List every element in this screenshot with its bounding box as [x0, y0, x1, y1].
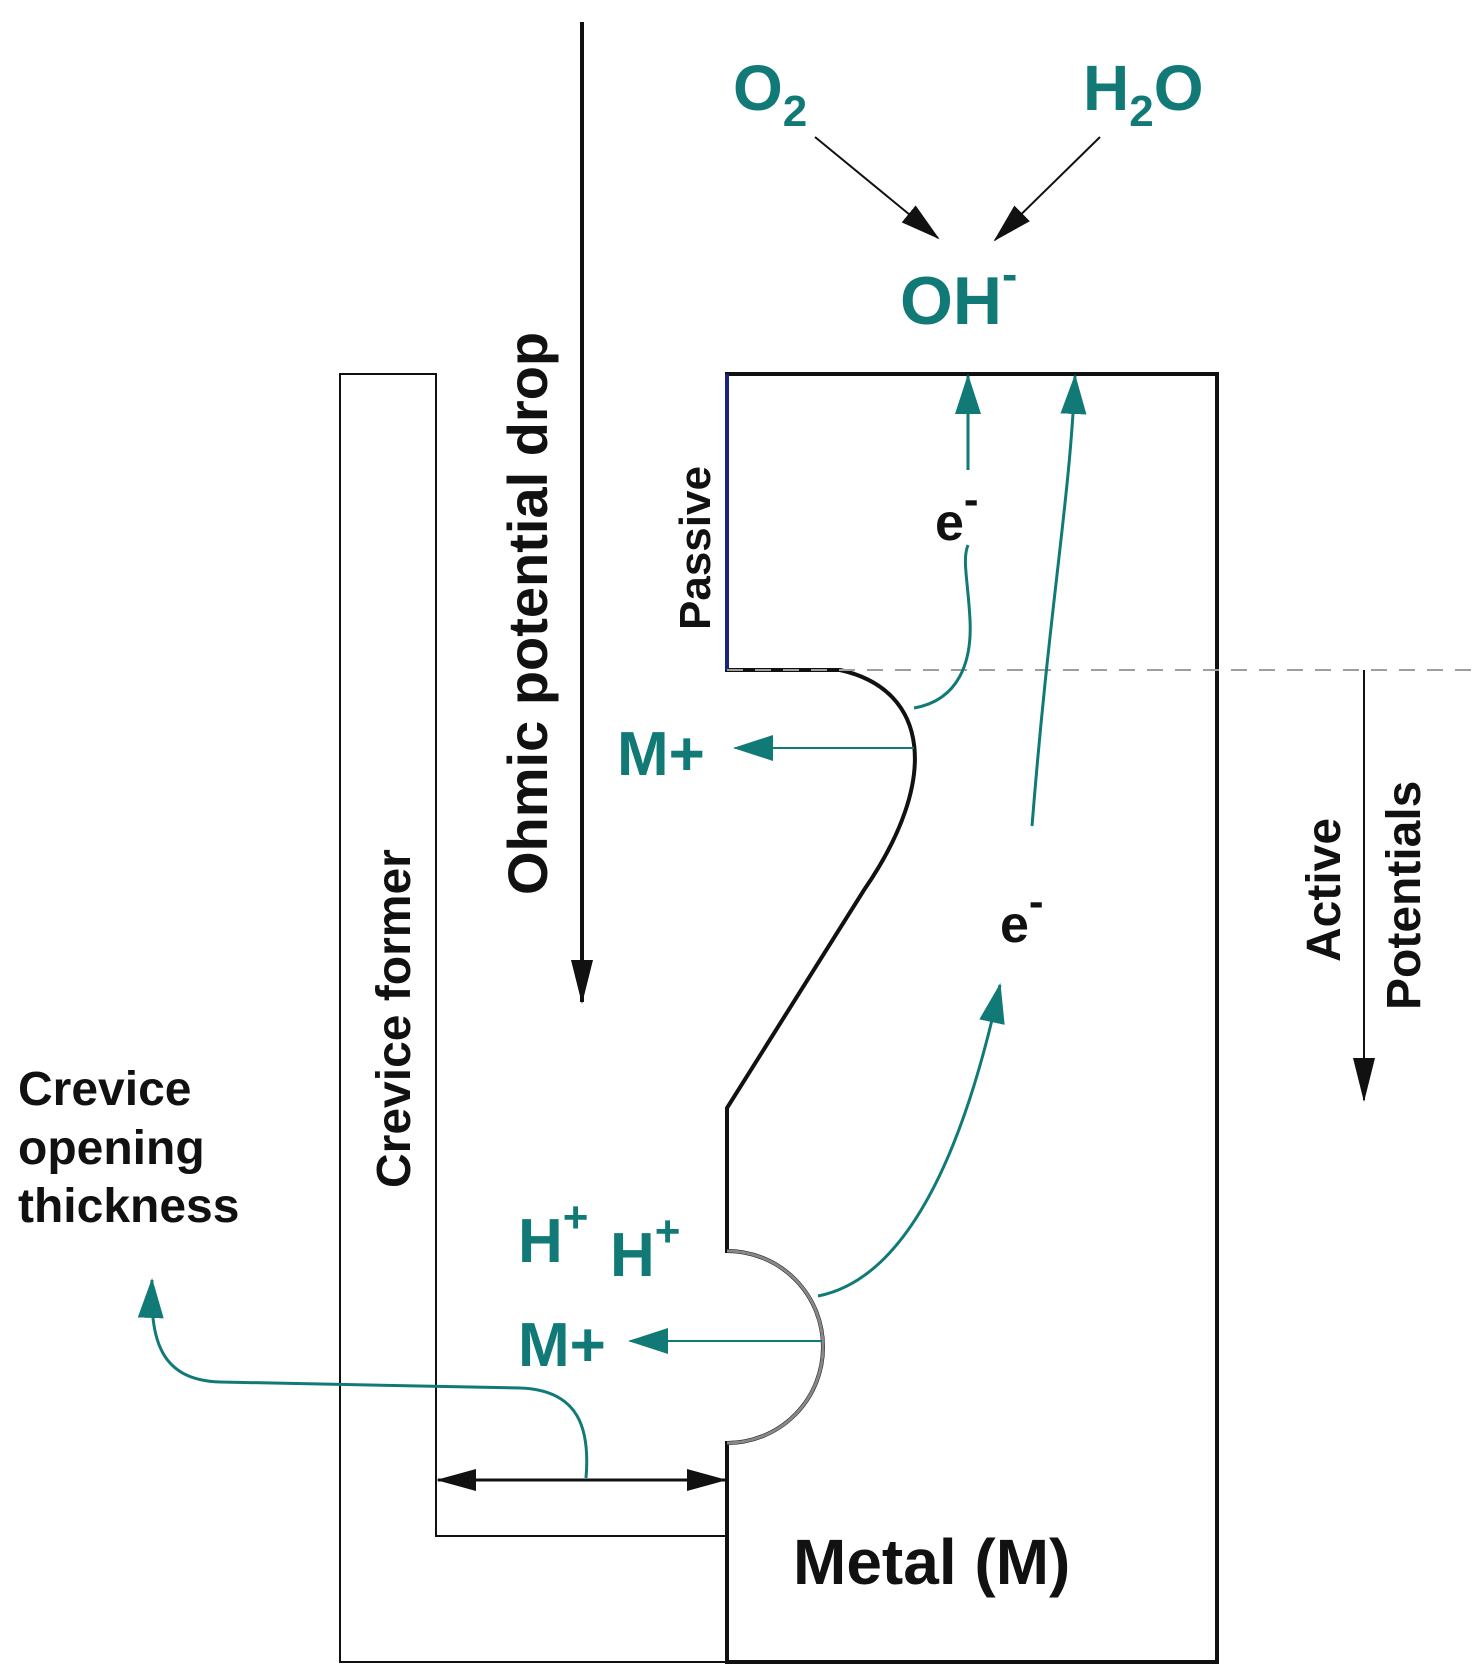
potentials-label: Potentials	[1378, 781, 1431, 1010]
ohmic-potential-drop-label: Ohmic potential drop	[496, 332, 559, 895]
electron-path-lower	[817, 983, 1005, 1298]
electron-path-long	[1030, 374, 1087, 827]
o2-to-oh-arrow	[814, 136, 940, 240]
electron-path-upper	[913, 544, 972, 710]
crevice-opening-label: Crevice opening thickness	[18, 1063, 239, 1233]
metal-outline	[725, 372, 1219, 1664]
h2o-to-oh-arrow	[993, 136, 1101, 242]
oh-minus-label: OH-	[900, 248, 1017, 339]
h-plus-label-1: H+	[518, 1193, 588, 1276]
pit-arc	[726, 1249, 825, 1445]
active-label: Active	[1298, 818, 1351, 962]
m-plus-label-lower: M+	[518, 1311, 606, 1380]
o2-label: O2	[733, 52, 807, 136]
metal-label: Metal (M)	[793, 1526, 1070, 1598]
electron-label-lower: e-	[1000, 877, 1044, 954]
gap-label-leader	[137, 1278, 589, 1479]
crevice-former-label: Crevice former	[368, 849, 421, 1188]
electron-label-upper: e-	[935, 475, 979, 552]
m-plus-label-upper: M+	[617, 720, 705, 789]
h-plus-label-2: H+	[610, 1207, 680, 1290]
passive-label: Passive	[671, 466, 720, 630]
h2o-label: H2O	[1083, 52, 1203, 136]
